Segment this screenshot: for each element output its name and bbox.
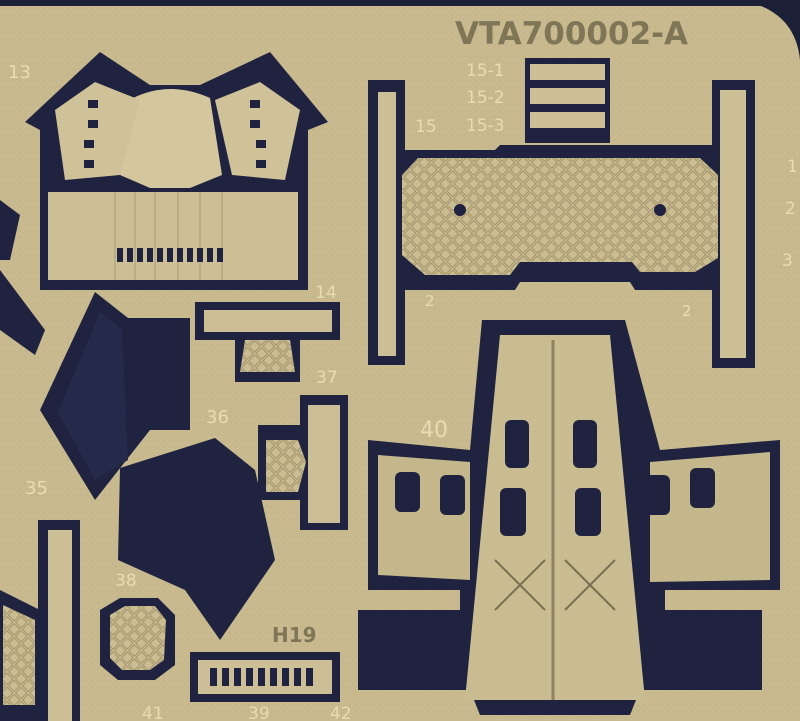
part-36 — [40, 292, 190, 500]
part-40 — [358, 320, 780, 715]
left-edge-parts — [0, 200, 80, 721]
label-edge-3: 3 — [782, 251, 793, 271]
label-13: 13 — [8, 62, 31, 83]
label-mark-left: 2 — [425, 292, 435, 310]
label-14: 14 — [315, 283, 337, 303]
label-h19: H19 — [272, 623, 317, 647]
label-mark-right: 2 — [682, 302, 692, 320]
label-40: 40 — [420, 418, 448, 443]
part-35 — [118, 438, 275, 640]
label-38: 38 — [115, 571, 137, 591]
label-39: 39 — [248, 704, 270, 721]
label-15: 15 — [415, 117, 437, 137]
label-37: 37 — [316, 368, 338, 388]
label-15-1: 15-1 — [466, 61, 505, 81]
part-13 — [25, 52, 328, 290]
part-14 — [195, 302, 340, 382]
diamond-plate-deck — [402, 158, 718, 275]
fret-code: VTA700002-A — [455, 16, 688, 52]
label-35: 35 — [25, 478, 48, 499]
label-42: 42 — [330, 704, 352, 721]
part-39 — [190, 652, 340, 702]
label-36: 36 — [206, 407, 229, 428]
part-37 — [258, 395, 348, 530]
label-15-2: 15-2 — [466, 88, 505, 108]
label-41: 41 — [142, 704, 164, 721]
label-edge-2: 2 — [785, 199, 796, 219]
label-15-3: 15-3 — [466, 116, 505, 136]
part-38 — [100, 598, 175, 680]
label-edge-1: 1 — [787, 157, 798, 177]
part-15-frame — [368, 58, 755, 368]
